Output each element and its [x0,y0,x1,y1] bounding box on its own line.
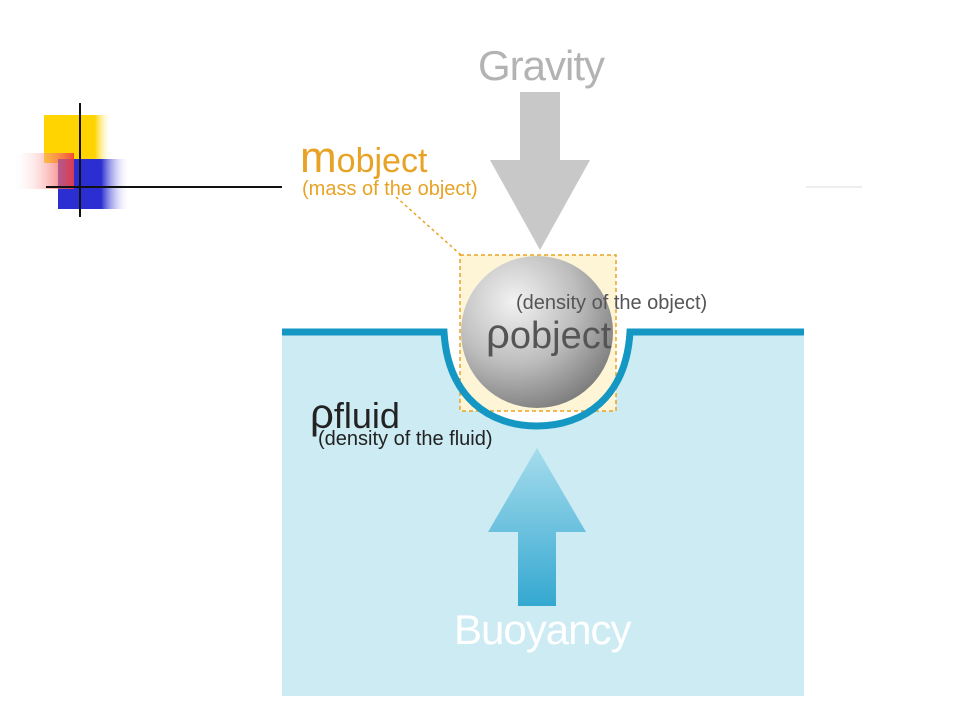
object-density-description: (density of the object) [516,292,708,314]
deco-red-square [12,153,74,189]
rho-object-glyph: ρ [486,310,510,357]
fluid-density-symbol: ρfluid [310,390,400,438]
mass-subscript: object [336,142,428,180]
decorative-corner-squares [12,103,282,217]
gravity-label: Gravity [478,42,605,89]
buoyancy-arrow [488,448,586,606]
rho-object-subscript: object [509,315,612,357]
mass-leader-line [395,196,463,257]
fluid-surface-line [282,328,804,430]
object-sphere [461,256,613,408]
rho-fluid-subscript: fluid [333,395,400,436]
gravity-arrow [490,92,590,250]
mass-m-glyph: m [300,133,337,182]
mass-symbol: mobject [300,133,427,183]
object-density-symbol: ρobject [486,310,611,358]
buoyancy-label: Buoyancy [454,606,631,653]
fluid-density-description: (density of the fluid) [318,428,493,450]
mass-description: (mass of the object) [302,178,478,200]
rho-fluid-glyph: ρ [310,390,334,437]
